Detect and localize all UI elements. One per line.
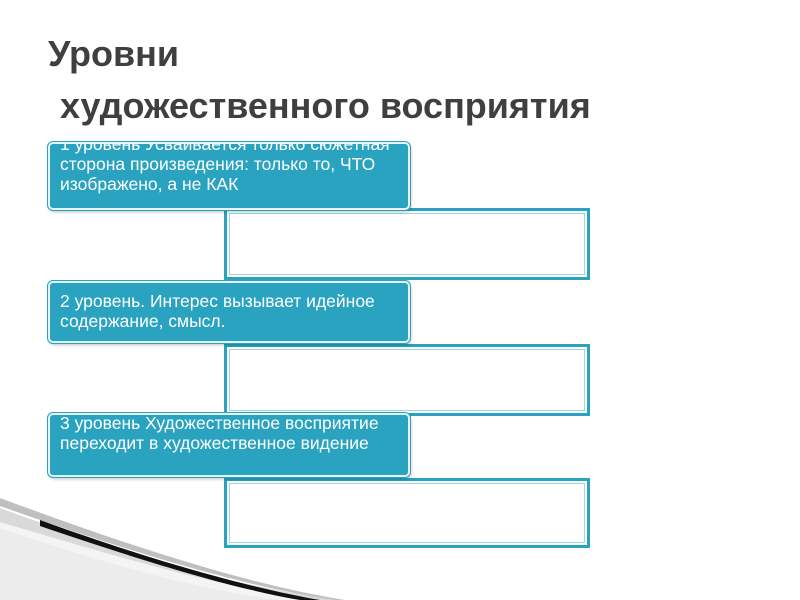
slide-title-line-1: Уровни xyxy=(48,33,180,74)
slide-title-line-2: художественного восприятия xyxy=(60,85,591,126)
level-3-text: 3 уровень Художественное восприятие пере… xyxy=(60,413,379,453)
slide-title: Уровни художественного восприятия xyxy=(48,28,768,132)
level-3-empty-frame xyxy=(224,478,590,548)
level-2-box: 2 уровень. Интерес вызывает идейное соде… xyxy=(48,281,410,343)
level-1-text: 1 уровень Усваивается только сюжетная ст… xyxy=(60,142,390,194)
level-3-box: 3 уровень Художественное восприятие пере… xyxy=(48,413,410,477)
level-1-box: 1 уровень Усваивается только сюжетная ст… xyxy=(48,142,410,210)
level-1-empty-frame xyxy=(224,208,590,280)
level-2-empty-frame xyxy=(224,344,590,416)
level-2-text: 2 уровень. Интерес вызывает идейное соде… xyxy=(60,291,375,331)
